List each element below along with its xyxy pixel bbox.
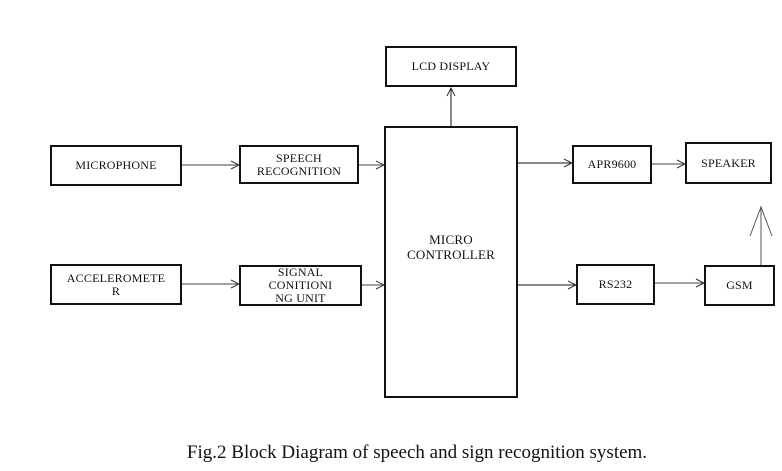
lcd-display-block: LCD DISPLAY [385,46,517,87]
speaker-label: SPEAKER [701,155,756,170]
rs232-block: RS232 [576,264,655,305]
gsm-block: GSM [704,265,775,306]
micro-controller-label: MICRO CONTROLLER [407,232,495,262]
signal-conditioning-label: SIGNAL CONITIONI NG UNIT [268,265,333,305]
speaker-block: SPEAKER [685,142,772,184]
microphone-label: MICROPHONE [75,158,157,172]
lcd-display-label: LCD DISPLAY [411,59,491,73]
speech-recognition-label: SPEECH RECOGNITION [256,150,342,178]
microphone-block: MICROPHONE [50,145,182,186]
apr9600-label: APR9600 [587,157,637,171]
gsm-label: GSM [726,278,753,292]
figure-caption: Fig.2 Block Diagram of speech and sign r… [186,442,648,463]
accelerometer-block: ACCELEROMETE R [50,264,182,305]
accelerometer-label: ACCELEROMETE R [66,270,166,298]
antenna-icon [749,206,773,265]
rs232-label: RS232 [598,277,633,291]
micro-controller-block: MICRO CONTROLLER [384,126,518,398]
signal-conditioning-block: SIGNAL CONITIONI NG UNIT [239,265,362,306]
apr9600-block: APR9600 [572,145,652,184]
speech-recognition-block: SPEECH RECOGNITION [239,145,359,184]
